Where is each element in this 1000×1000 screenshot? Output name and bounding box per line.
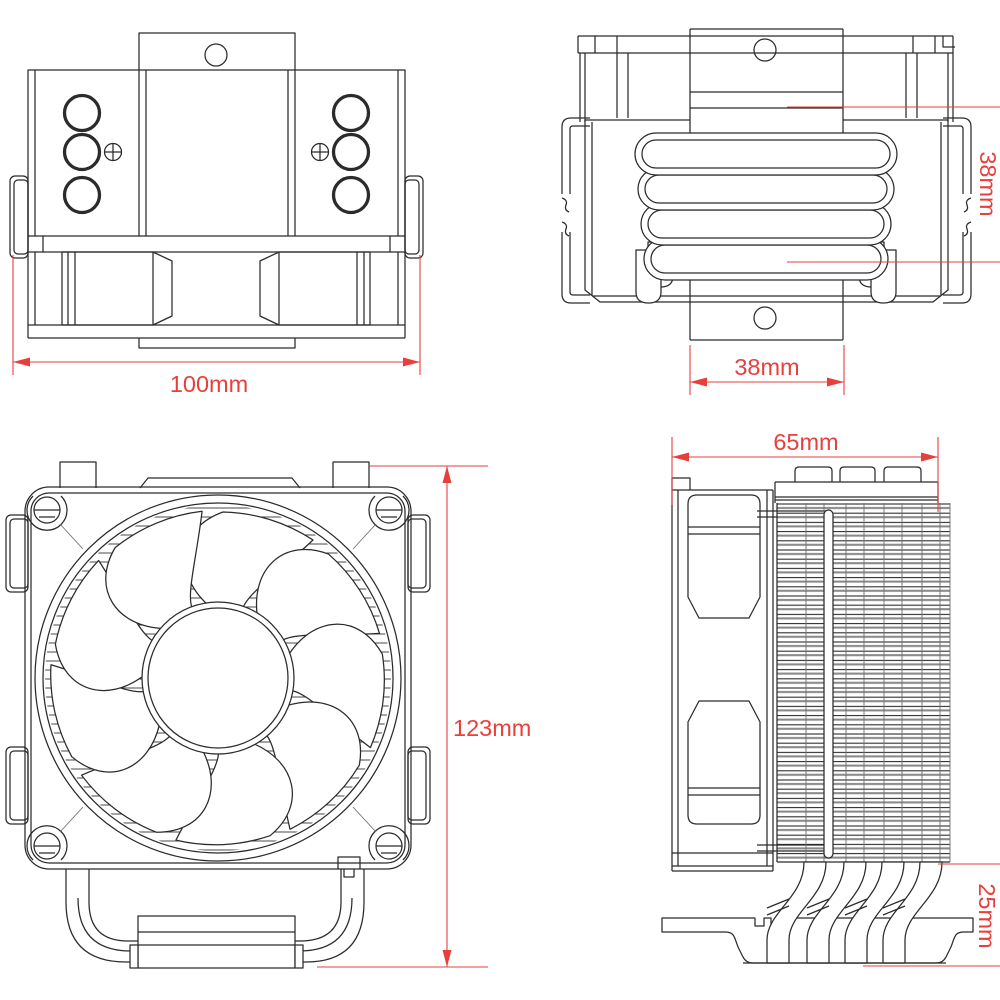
cable-notch	[337, 856, 361, 878]
fan-clip-right	[259, 251, 371, 326]
side-bracket-right	[404, 175, 424, 259]
fin-stack	[774, 466, 951, 863]
side-bracket-left	[9, 175, 29, 259]
dim-label-top-width: 100mm	[170, 371, 248, 397]
dim-label-side-depth: 65mm	[773, 429, 838, 455]
corner-brackets	[561, 117, 972, 304]
base-plate-front	[129, 915, 304, 969]
dim-label-bottom-depth: 38mm	[975, 151, 1000, 216]
heatpipe-holes	[62, 93, 371, 215]
corner-bosses	[26, 495, 410, 861]
bracket-hole	[753, 38, 777, 62]
bracket-hole	[204, 43, 228, 67]
dim-label-height: 123mm	[453, 715, 531, 741]
mounting-bracket-top	[138, 32, 296, 236]
dimension-depth-65mm: 65mm	[671, 429, 939, 512]
dim-label-base-clearance: 25mm	[974, 883, 1000, 948]
dim-label-bracket-width: 38mm	[734, 354, 799, 380]
heatpipes-side	[743, 861, 946, 964]
top-band	[577, 35, 955, 122]
corner-screws	[33, 496, 403, 860]
fan-hub	[141, 601, 295, 755]
fan-frame	[24, 486, 412, 870]
top-view: 100mm	[9, 32, 424, 397]
dimension-width-100mm: 100mm	[12, 255, 421, 397]
cooler-body-top	[27, 69, 406, 349]
fan-clip-left	[61, 251, 173, 326]
heatpipe-loops	[634, 132, 898, 304]
side-view: 65mm 25mm	[661, 429, 1000, 967]
dimension-depth-38mm: 38mm	[787, 106, 1000, 263]
side-clips	[5, 514, 431, 825]
fan-top-tabs	[59, 461, 370, 489]
dimension-base-25mm: 25mm	[863, 863, 1000, 967]
base-plate-side	[661, 917, 974, 964]
dimension-bracket-38mm: 38mm	[689, 345, 845, 395]
dimension-height-123mm: 123mm	[317, 465, 531, 968]
front-view: 123mm	[5, 461, 531, 969]
bottom-view: 38mm 38mm	[561, 28, 1000, 395]
bracket-hole	[753, 306, 777, 330]
fan-ring	[34, 494, 402, 862]
phillips-screw-icon	[103, 142, 330, 162]
